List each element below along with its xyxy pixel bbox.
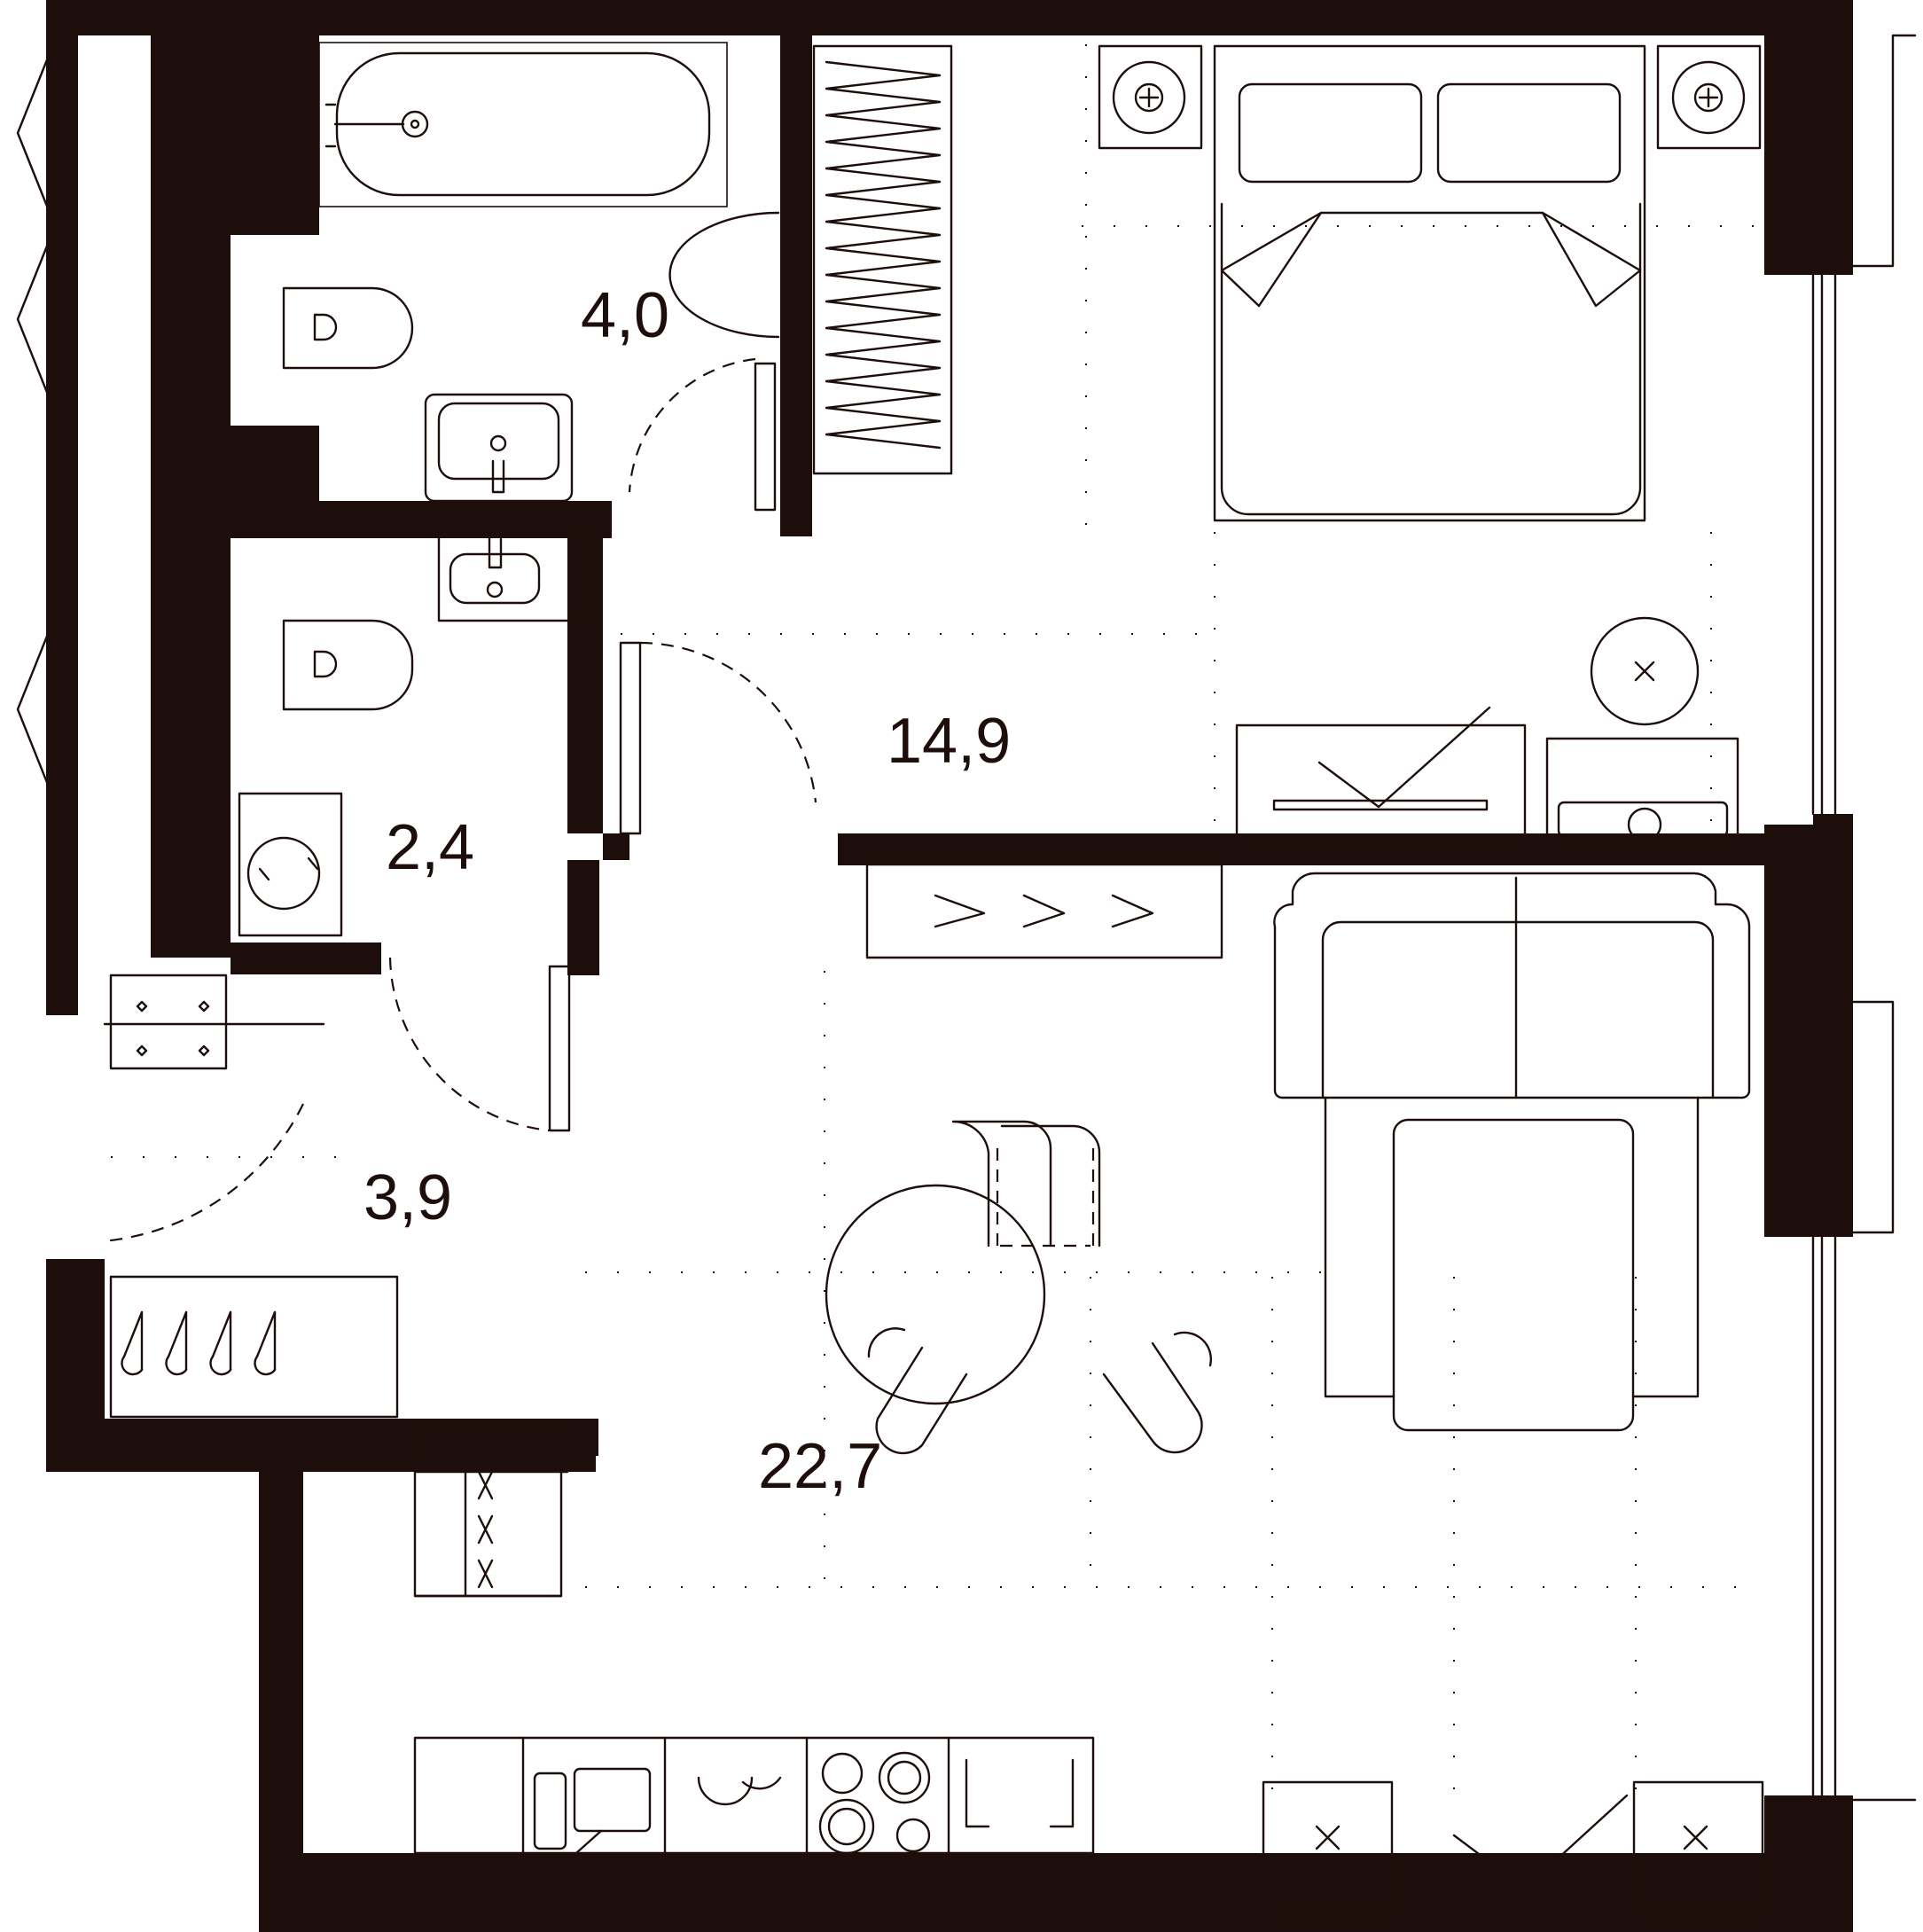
tv-stand-icon	[1235, 706, 1527, 838]
desk-icon	[1545, 737, 1739, 842]
walls	[46, 0, 1853, 1932]
room-area-bedroom: 14,9	[887, 706, 1011, 777]
hall	[101, 957, 571, 1419]
nightstand-icon	[1098, 44, 1203, 150]
dishwasher-icon	[697, 1776, 782, 1806]
door-entrance[interactable]	[101, 1103, 304, 1243]
kitchen-counter	[413, 1426, 1095, 1855]
armchair-icon	[1632, 1780, 1764, 1917]
tv-unit-icon	[865, 863, 1223, 959]
hob-icon	[818, 1751, 931, 1855]
chair-icon	[951, 1120, 1101, 1248]
chair-icon	[1102, 1331, 1212, 1454]
coffee-table-icon	[1392, 1118, 1635, 1432]
dining-table-icon	[825, 1184, 1046, 1405]
chair-icon	[867, 1327, 968, 1455]
sink-icon	[437, 535, 587, 622]
wardrobe-icon	[812, 44, 953, 475]
door-inner[interactable]	[388, 957, 571, 1132]
armchair-icon	[1262, 1780, 1394, 1917]
kitchen-sink-icon	[533, 1767, 652, 1855]
toilet-icon	[282, 286, 414, 370]
room-area-wc: 2,4	[386, 812, 474, 883]
nightstand-icon	[1656, 44, 1762, 150]
room-area-hall: 3,9	[363, 1162, 452, 1233]
living-kitchen	[413, 863, 1764, 1917]
bathroom	[282, 42, 780, 512]
wc	[238, 535, 817, 937]
windows	[16, 34, 1917, 1802]
stove-icon	[477, 1470, 494, 1589]
bed-icon	[1213, 44, 1646, 522]
toilet-icon	[282, 619, 414, 711]
coat-rack-icon	[109, 1275, 399, 1419]
armchair-icon	[1590, 616, 1700, 726]
door-wc[interactable]	[619, 641, 817, 835]
sofa-icon	[1273, 872, 1751, 1099]
bedroom	[621, 44, 1764, 842]
oven-icon	[965, 1758, 1075, 1828]
shoe-rack-icon	[103, 974, 325, 1070]
door-bathroom[interactable]	[628, 357, 777, 512]
bathtub-icon	[318, 42, 728, 207]
room-area-living-kitchen: 22,7	[758, 1431, 882, 1502]
washing-machine-icon	[238, 792, 343, 937]
room-area-bathroom: 4,0	[581, 280, 669, 351]
sink-icon	[424, 393, 574, 503]
